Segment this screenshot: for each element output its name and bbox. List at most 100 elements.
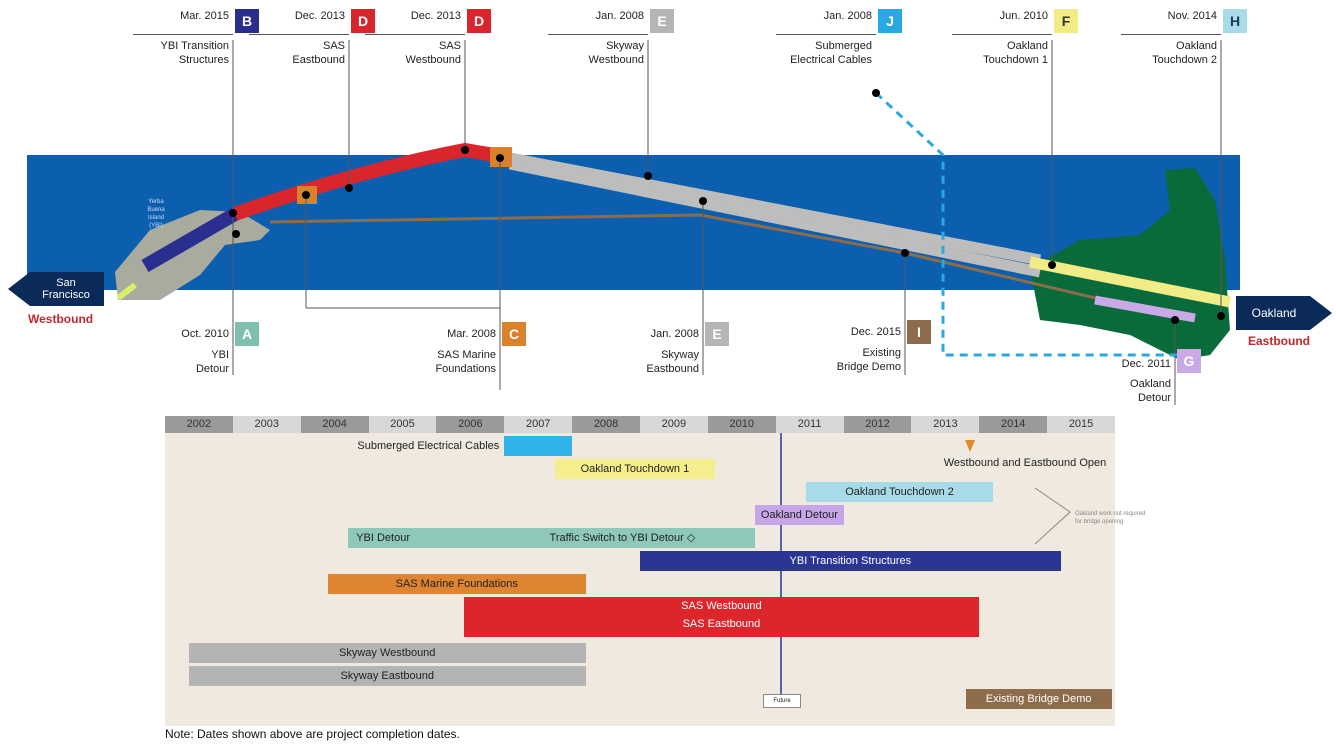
gantt-bar-sas-west-east: SAS Westbound SAS Eastbound — [463, 597, 980, 637]
skyway-west-span — [498, 150, 1042, 266]
year-label: 2011 — [775, 416, 844, 433]
callout-date: Dec. 2013 — [294, 10, 345, 22]
callout-letter-c: C — [502, 322, 526, 346]
callout-date: Jan. 2008 — [650, 328, 699, 340]
callout-e-east: Jan. 2008 E Skyway Eastbound — [603, 322, 733, 442]
sf-label: San Francisco — [42, 277, 90, 301]
gantt-bar-existing-demo: Existing Bridge Demo — [965, 689, 1112, 709]
callout-letter-h: H — [1223, 9, 1247, 33]
bar-label: YBI Detour — [356, 532, 411, 544]
callout-letter-e: E — [650, 9, 674, 33]
future-label: Future — [763, 694, 801, 708]
sf-direction: Westbound — [28, 312, 94, 326]
year-label: 2006 — [436, 416, 505, 433]
callout-label: SAS Marine Foundations — [435, 349, 496, 375]
callout-date: Dec. 2015 — [850, 326, 901, 338]
callout-label: Oakland Detour — [1130, 378, 1171, 404]
year-label: 2008 — [572, 416, 640, 433]
callout-date: Dec. 2013 — [410, 10, 461, 22]
year-label: 2005 — [368, 416, 437, 433]
map-svg — [8, 40, 1332, 405]
year-label: 2013 — [911, 416, 980, 433]
yerba-buena-island — [115, 210, 270, 300]
sf-edge — [116, 282, 137, 301]
callout-d-east: Dec. 2013 D SAS Eastbound — [249, 9, 379, 129]
gantt-bar-oakland-detour: Oakland Detour — [755, 505, 844, 525]
year-label: 2007 — [504, 416, 573, 433]
year-label: 2010 — [707, 416, 776, 433]
sas-structure — [232, 142, 502, 221]
year-label: 2014 — [979, 416, 1048, 433]
callout-date: Dec. 2011 — [1121, 358, 1171, 370]
leader-lines — [232, 40, 1222, 405]
callout-letter-i: I — [907, 320, 931, 344]
bridge-map: San Francisco Westbound Oakland Eastboun… — [8, 9, 1332, 405]
gantt-bar-sas-marine: SAS Marine Foundations — [327, 574, 586, 594]
callout-j: Jan. 2008 J Submerged Electrical Cables — [776, 9, 906, 129]
callout-date: Jun. 2010 — [999, 10, 1048, 22]
year-label: 2004 — [300, 416, 369, 433]
sf-arrow — [8, 272, 104, 306]
callout-label: SAS Eastbound — [292, 40, 345, 66]
year-label: 2003 — [232, 416, 301, 433]
callout-letter-e: E — [705, 322, 729, 346]
gantt-bar-oakland-touchdown-1: Oakland Touchdown 1 — [555, 459, 715, 479]
callout-date: Jan. 2008 — [595, 10, 644, 22]
callout-i: Dec. 2015 I Existing Bridge Demo — [805, 320, 935, 440]
callout-d-west: Dec. 2013 D SAS Westbound — [365, 9, 495, 129]
skyway-east-span — [508, 158, 1042, 278]
callout-letter-f: F — [1054, 9, 1078, 33]
oakland-detour-span — [1094, 295, 1196, 323]
year-label: 2009 — [640, 416, 708, 433]
callout-date: Mar. 2008 — [447, 328, 496, 340]
callout-g: Dec. 2011 G Oakland Detour — [1075, 349, 1205, 469]
callout-letter-a: A — [235, 322, 259, 346]
callout-letter-j: J — [878, 9, 902, 33]
footnote: Note: Dates shown above are project comp… — [165, 727, 460, 741]
callout-f: Jun. 2010 F Oakland Touchdown 1 — [952, 9, 1082, 129]
callout-e-west: Jan. 2008 E Skyway Westbound — [548, 9, 678, 129]
callout-letter-g: G — [1177, 349, 1201, 373]
oakland-direction: Eastbound — [1248, 334, 1310, 348]
existing-bridge-line — [269, 213, 1181, 320]
callout-label: YBI Transition Structures — [160, 40, 229, 66]
callout-label: Skyway Eastbound — [646, 349, 699, 375]
callout-label: Skyway Westbound — [588, 40, 644, 66]
callout-c: Mar. 2008 C SAS Marine Foundations — [400, 322, 530, 442]
gantt-bar-oakland-touchdown-2: Oakland Touchdown 2 — [806, 482, 993, 502]
callout-label: Submerged Electrical Cables — [790, 40, 872, 66]
side-note: Oakland work not required for bridge ope… — [1075, 511, 1146, 525]
callout-letter-b: B — [235, 9, 259, 33]
year-label: 2012 — [843, 416, 912, 433]
callout-label: SAS Westbound — [405, 40, 461, 66]
year-label: 2015 — [1047, 416, 1115, 433]
gantt-bar-skyway-east: Skyway Eastbound — [188, 666, 586, 686]
oakland-arrow — [1236, 296, 1332, 330]
gantt-bar-ybi-transition: YBI Transition Structures — [640, 551, 1061, 571]
callout-letter-d: D — [351, 9, 375, 33]
open-milestone-label: Westbound and Eastbound Open — [943, 457, 1107, 469]
callout-label: Existing Bridge Demo — [836, 347, 901, 373]
milestone-dots — [229, 89, 1225, 324]
callout-h: Nov. 2014 H Oakland Touchdown 2 — [1121, 9, 1251, 129]
oakland-label: Oakland — [1251, 306, 1297, 320]
callout-label: YBI Detour — [195, 349, 229, 375]
callout-b: Mar. 2015 B YBI Transition Structures — [133, 9, 263, 129]
submerged-cable-path — [874, 91, 1178, 357]
callout-label: Oakland Touchdown 2 — [1152, 40, 1217, 66]
callout-date: Jan. 2008 — [823, 10, 872, 22]
ybi-structure — [141, 207, 239, 273]
callout-a: Oct. 2010 A YBI Detour — [133, 322, 263, 442]
callout-date: Nov. 2014 — [1167, 10, 1217, 22]
open-milestone-marker — [965, 440, 975, 452]
bar-left-label: Submerged Electrical Cables — [357, 440, 500, 452]
callout-label: Oakland Touchdown 1 — [983, 40, 1048, 66]
bar-label-secondary: Traffic Switch to YBI Detour ◇ — [549, 532, 696, 544]
callout-date: Oct. 2010 — [181, 328, 229, 340]
gantt-bar-submerged-cables — [504, 436, 573, 456]
island-label: Yerba Buena Island (YBI) — [147, 199, 165, 229]
callout-date: Mar. 2015 — [180, 10, 229, 22]
year-label: 2002 — [165, 416, 233, 433]
side-note-bracket — [1034, 487, 1071, 545]
